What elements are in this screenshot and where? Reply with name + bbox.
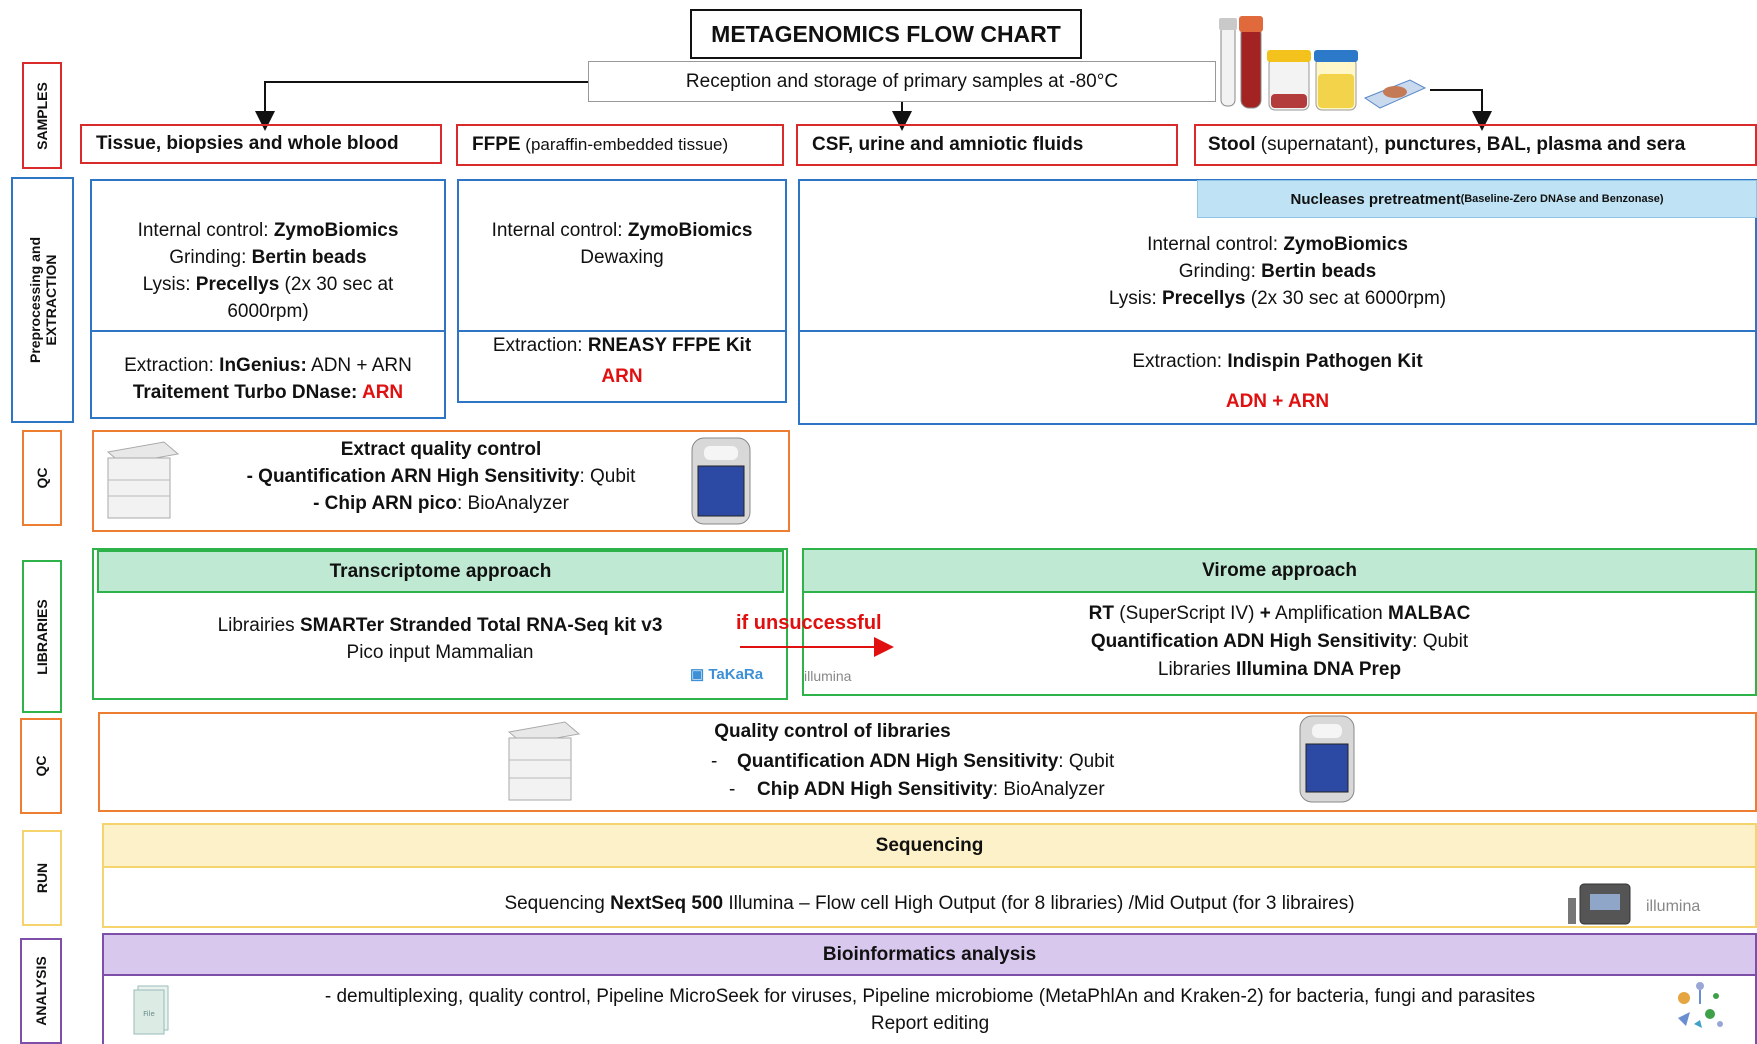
sample-tissue: Tissue, biopsies and whole blood <box>80 124 442 164</box>
side-label-libraries: LIBRARIES <box>22 560 62 713</box>
chart-title: METAGENOMICS FLOW CHART <box>690 9 1082 59</box>
sample-ffpe: FFPE (paraffin-embedded tissue) <box>456 124 784 166</box>
extraction-col3-text: Internal control: ZymoBiomics Grinding: … <box>1108 234 1447 309</box>
sample-csf: CSF, urine and amniotic fluids <box>796 124 1178 166</box>
sample-tubes-illustration <box>1219 16 1427 111</box>
extraction-col2-bottom: Extraction: RNEASY FFPE Kit ARN <box>457 330 787 403</box>
extraction-col3-bottom: Extraction: Indispin Pathogen Kit ADN + … <box>1132 351 1423 412</box>
virome-text: RT (SuperScript IV) + Amplification MALB… <box>1088 603 1471 680</box>
takara-icon: ▣ <box>690 666 709 683</box>
nucleases-pretreatment: Nucleases pretreatment (Baseline-Zero DN… <box>1197 180 1757 218</box>
virome-header: Virome approach <box>802 548 1757 593</box>
qc2-line2: - <box>729 779 736 800</box>
microbe-icon <box>1678 982 1723 1028</box>
reception-box: Reception and storage of primary samples… <box>588 61 1216 102</box>
qc1-box <box>92 430 790 532</box>
sequencing-body <box>102 866 1757 928</box>
analysis-body <box>102 974 1757 1044</box>
transcriptome-text: Librairies SMARTer Stranded Total RNA-Se… <box>217 615 663 663</box>
qc2-title: Quality control of libraries <box>714 721 951 742</box>
qc2-box <box>98 712 1757 812</box>
side-label-qc2: QC <box>20 718 62 814</box>
qc1-text: Extract quality control - Quantification… <box>246 439 636 514</box>
illumina-logo-run: illumina <box>1646 898 1701 915</box>
sequencer-icon <box>1568 883 1631 925</box>
analysis-text: - demultiplexing, quality control, Pipel… <box>324 986 1536 1034</box>
file-icon-label: File <box>143 1010 155 1018</box>
if-unsuccessful-label: if unsuccessful <box>736 612 882 634</box>
extraction-col3-divider <box>800 330 1755 332</box>
analysis-header: Bioinformatics analysis <box>102 933 1757 976</box>
extraction-col1-top: Internal control: ZymoBiomics Grinding: … <box>90 179 446 332</box>
qubit-icon <box>691 437 751 525</box>
side-label-run: RUN <box>22 830 62 926</box>
bioanalyzer-icon <box>106 441 180 519</box>
transcriptome-box <box>92 548 788 700</box>
sequencing-text: Sequencing NextSeq 500 Illumina – Flow c… <box>504 893 1355 914</box>
illumina-logo-libraries: illumina <box>804 668 852 684</box>
reception-text: Reception and storage of primary samples… <box>685 70 1119 92</box>
transcriptome-header: Transcriptome approach <box>97 550 784 593</box>
chart-title-text: METAGENOMICS FLOW CHART <box>711 20 1061 47</box>
qc2-line2-text: Chip ADN High Sensitivity: BioAnalyzer <box>757 779 1105 800</box>
qubit-icon-2 <box>1299 715 1355 803</box>
qc2-line1: - <box>711 751 718 772</box>
sample-stool: Stool (supernatant), punctures, BAL, pla… <box>1194 124 1757 166</box>
sequencing-header: Sequencing <box>102 823 1757 868</box>
reception-arrows <box>255 81 1492 131</box>
file-icon: File <box>133 985 169 1035</box>
takara-logo: ▣ TaKaRa <box>690 666 764 683</box>
extraction-col2-top: Internal control: ZymoBiomics Dewaxing <box>457 179 787 332</box>
bioanalyzer-icon-2 <box>507 721 581 801</box>
qc2-line1-text: Quantification ADN High Sensitivity: Qub… <box>737 751 1115 772</box>
side-label-qc1: QC <box>22 430 62 526</box>
extraction-col1-bottom: Extraction: InGenius: ADN + ARN Traiteme… <box>90 330 446 419</box>
side-label-analysis: ANALYSIS <box>20 938 62 1044</box>
side-label-samples: SAMPLES <box>22 62 62 169</box>
